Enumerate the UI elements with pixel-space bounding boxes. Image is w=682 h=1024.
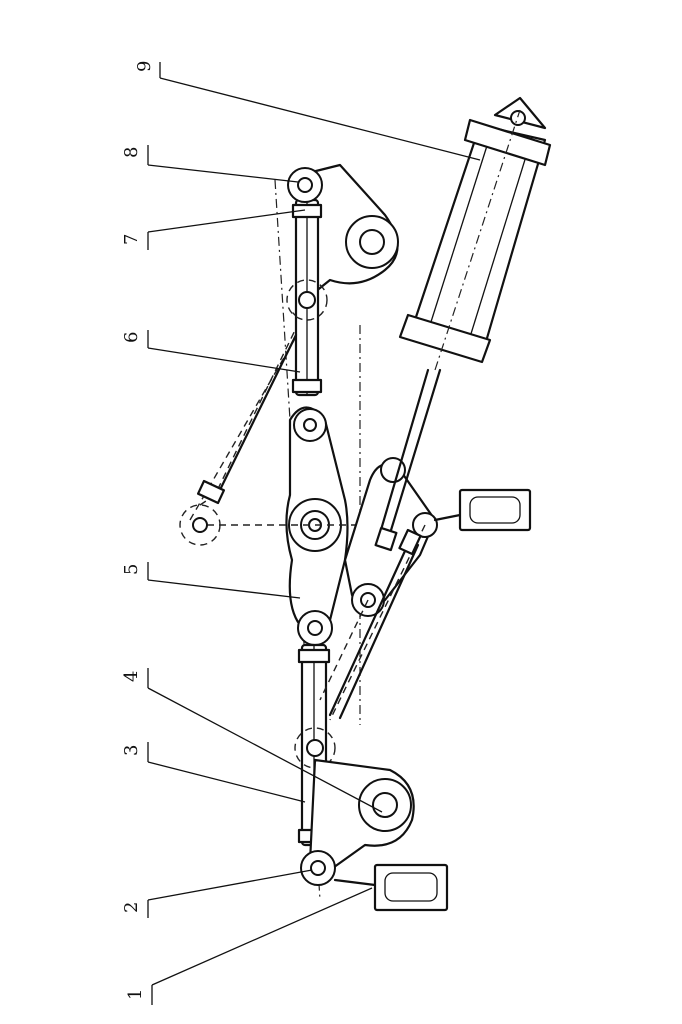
upper-strut [213,333,298,502]
upper-counterweight-box [458,488,532,532]
label-9: 9 [134,61,155,72]
central-beam [179,406,438,646]
centerline-main [274,179,321,901]
label-4: 4 [121,671,142,682]
lower-middle-pin [306,739,324,757]
lower-arm-assembly [294,599,449,912]
label-7: 7 [121,234,142,245]
label-2: 2 [121,902,142,913]
cylinder-piston-rod [386,368,442,542]
beam-left-pin [192,517,208,533]
label-8: 8 [121,147,142,158]
label-1: 1 [125,989,146,1000]
hydraulic-cylinder [374,96,552,552]
right-strut-assembly [328,488,532,721]
upper-middle-pin [298,291,316,309]
upper-rod-end-collar [291,203,323,219]
upper-rod-lower-collar [291,378,323,394]
lower-counterweight-box [373,863,449,912]
callouts: 9 8 7 6 5 4 3 2 1 [121,61,481,1005]
cylinder-head-cap [463,118,552,167]
label-5: 5 [121,564,142,575]
upper-arm-assembly [189,163,399,521]
label-6: 6 [121,332,142,343]
label-3: 3 [121,745,142,756]
right-strut [328,538,412,717]
